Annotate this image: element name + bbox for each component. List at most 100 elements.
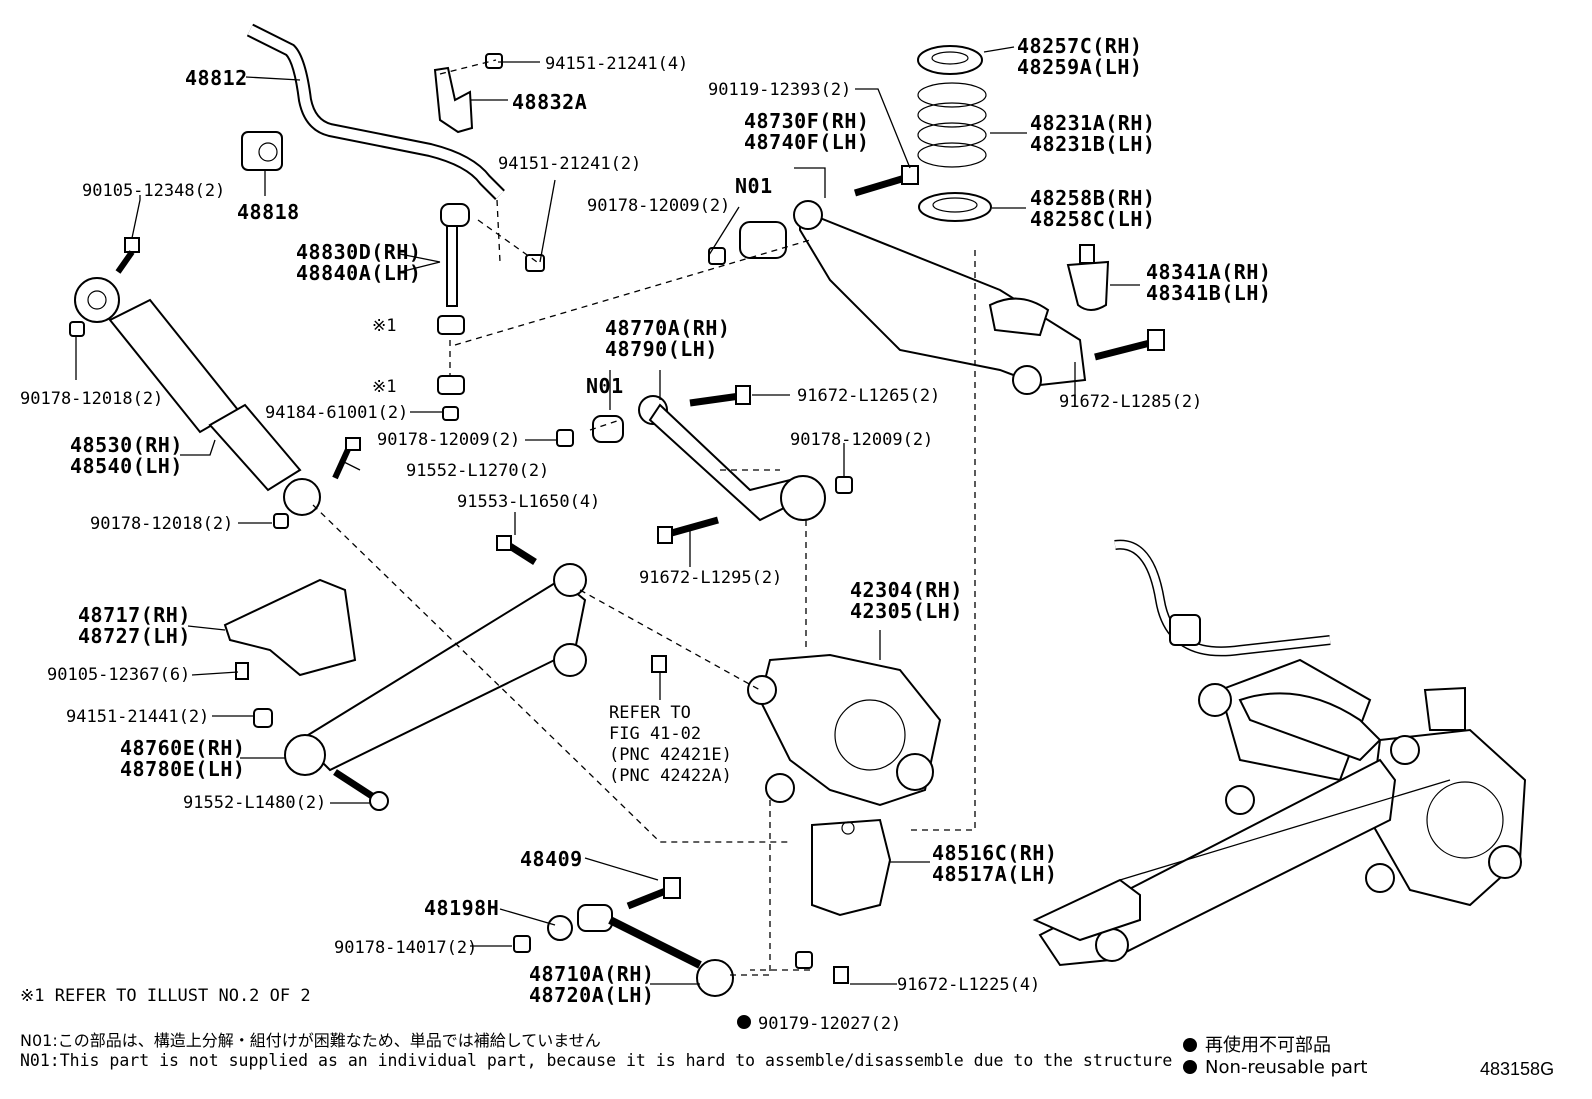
label-94151-21241-2: 94151-21241(2) bbox=[498, 154, 642, 174]
label-48812: 48812 bbox=[185, 66, 248, 90]
bushing-x1 bbox=[437, 315, 465, 335]
bolt bbox=[901, 165, 919, 185]
label-91672-l1295: 91672-L1295(2) bbox=[639, 568, 783, 588]
label-48516c: 48516C(RH) 48517A(LH) bbox=[932, 841, 1058, 886]
nut bbox=[69, 321, 85, 337]
legend-text-en: Non-reusable part bbox=[1205, 1057, 1368, 1078]
stabilizer-bar bbox=[246, 23, 505, 200]
label-90105-12348: 90105-12348(2) bbox=[82, 181, 226, 201]
leader-lines bbox=[75, 46, 1140, 985]
nut bbox=[556, 429, 574, 447]
bolt bbox=[345, 437, 361, 451]
label-90178-12018-a: 90178-12018(2) bbox=[20, 389, 164, 409]
trailing-arm-upper bbox=[793, 200, 1087, 395]
label-48198h: 48198H bbox=[424, 896, 500, 920]
label-42304: 42304(RH) 42305(LH) bbox=[850, 578, 963, 623]
label-48257c: 48257C(RH) 48259A(LH) bbox=[1017, 34, 1143, 79]
nut bbox=[525, 254, 545, 272]
label-91672-l1285: 91672-L1285(2) bbox=[1059, 392, 1203, 412]
bolt bbox=[657, 526, 673, 544]
figure-code: 483158G bbox=[1480, 1059, 1555, 1079]
filled-dot-icon bbox=[1183, 1038, 1197, 1052]
bolt bbox=[663, 877, 681, 899]
assembled-suspension-view bbox=[1032, 539, 1527, 967]
legend-non-reusable-en: Non-reusable part bbox=[1183, 1057, 1367, 1078]
knuckle-bracket bbox=[811, 818, 892, 917]
label-90119-12393: 90119-12393(2) bbox=[708, 80, 852, 100]
label-94184-61001: 94184-61001(2) bbox=[265, 403, 409, 423]
bushing-x1 bbox=[437, 375, 465, 395]
nut bbox=[513, 935, 531, 953]
label-48832a: 48832A bbox=[512, 90, 588, 114]
bushing-n01 bbox=[739, 221, 787, 259]
legend-text-jp: 再使用不可部品 bbox=[1205, 1035, 1331, 1056]
note-n01-english: N01:This part is not supplied as an indi… bbox=[20, 1051, 1173, 1070]
label-48530: 48530(RH) 48540(LH) bbox=[70, 433, 183, 478]
label-48258b: 48258B(RH) 48258C(LH) bbox=[1030, 186, 1156, 231]
label-91672-l1265: 91672-L1265(2) bbox=[797, 386, 941, 406]
toe-control-link bbox=[577, 904, 734, 997]
label-90178-12018-b: 90178-12018(2) bbox=[90, 514, 234, 534]
nut bbox=[273, 513, 289, 529]
label-48830d: 48830D(RH) 48840A(LH) bbox=[296, 240, 422, 285]
nut bbox=[795, 951, 813, 969]
note-refer-illust: ※1 REFER TO ILLUST NO.2 OF 2 bbox=[20, 986, 311, 1006]
lower-spring-seat bbox=[918, 192, 992, 222]
bolt bbox=[496, 535, 512, 551]
label-48730f: 48730F(RH) 48740F(LH) bbox=[744, 109, 870, 154]
bump-stopper bbox=[1066, 260, 1110, 311]
nut bbox=[442, 406, 459, 421]
filled-dot-icon bbox=[1183, 1060, 1197, 1074]
label-91553-l1650: 91553-L1650(4) bbox=[457, 492, 601, 512]
bolt bbox=[1147, 329, 1165, 351]
label-48231a: 48231A(RH) 48231B(LH) bbox=[1030, 111, 1156, 156]
label-90105-12367: 90105-12367(6) bbox=[47, 665, 191, 685]
legend-non-reusable-jp: 再使用不可部品 bbox=[1183, 1031, 1331, 1057]
label-48760e: 48760E(RH) 48780E(LH) bbox=[120, 736, 246, 781]
label-90178-12009-a: 90178-12009(2) bbox=[377, 430, 521, 450]
label-91672-l1225: 91672-L1225(4) bbox=[897, 975, 1041, 995]
shock-absorber bbox=[74, 277, 321, 516]
label-48818: 48818 bbox=[237, 200, 300, 224]
bolt bbox=[735, 385, 751, 405]
washer bbox=[547, 915, 573, 941]
note-n01-japanese: N01:この部品は、構造上分解・組付けが困難なため、単品では補給していません bbox=[20, 1031, 601, 1050]
label-90178-12009-b: 90178-12009(2) bbox=[587, 196, 731, 216]
bolt bbox=[124, 237, 140, 253]
stabilizer-bushing bbox=[241, 131, 283, 171]
stabilizer-link bbox=[440, 203, 470, 307]
label-90178-12009-c: 90178-12009(2) bbox=[790, 430, 934, 450]
label-refer-fig: REFER TO FIG 41-02 (PNC 42421E) (PNC 424… bbox=[609, 703, 732, 786]
label-48717: 48717(RH) 48727(LH) bbox=[78, 603, 191, 648]
label-91552-l1270: 91552-L1270(2) bbox=[406, 461, 550, 481]
bolt bbox=[369, 791, 389, 811]
label-94151-21441: 94151-21441(2) bbox=[66, 707, 210, 727]
nut bbox=[835, 476, 853, 494]
upper-spring-seat bbox=[917, 45, 983, 75]
steering-knuckle bbox=[747, 653, 942, 807]
bushing-n01 bbox=[592, 415, 624, 443]
bolt bbox=[833, 966, 849, 984]
bolt bbox=[235, 662, 249, 680]
non-reusable-marker bbox=[737, 1015, 751, 1029]
label-90179-12027: 90179-12027(2) bbox=[758, 1014, 902, 1034]
label-94151-21241-4: 94151-21241(4) bbox=[545, 54, 689, 74]
coil-spring bbox=[917, 82, 987, 168]
stabilizer-bracket bbox=[433, 66, 474, 134]
label-48710a: 48710A(RH) 48720A(LH) bbox=[529, 962, 655, 1007]
label-n01-b: N01 bbox=[586, 374, 624, 398]
upper-arm bbox=[638, 395, 826, 522]
label-48409: 48409 bbox=[520, 847, 583, 871]
label-48770a: 48770A(RH) 48790(LH) bbox=[605, 316, 731, 361]
bolt bbox=[651, 655, 667, 673]
arm-bracket bbox=[223, 578, 357, 677]
assembly-dash-lines bbox=[312, 59, 976, 976]
label-n01-a: N01 bbox=[735, 174, 773, 198]
label-90178-14017: 90178-14017(2) bbox=[334, 938, 478, 958]
label-91552-l1480: 91552-L1480(2) bbox=[183, 793, 327, 813]
label-48341a: 48341A(RH) 48341B(LH) bbox=[1146, 260, 1272, 305]
nut bbox=[253, 708, 273, 728]
lower-arm bbox=[284, 563, 587, 776]
nut bbox=[708, 247, 726, 265]
